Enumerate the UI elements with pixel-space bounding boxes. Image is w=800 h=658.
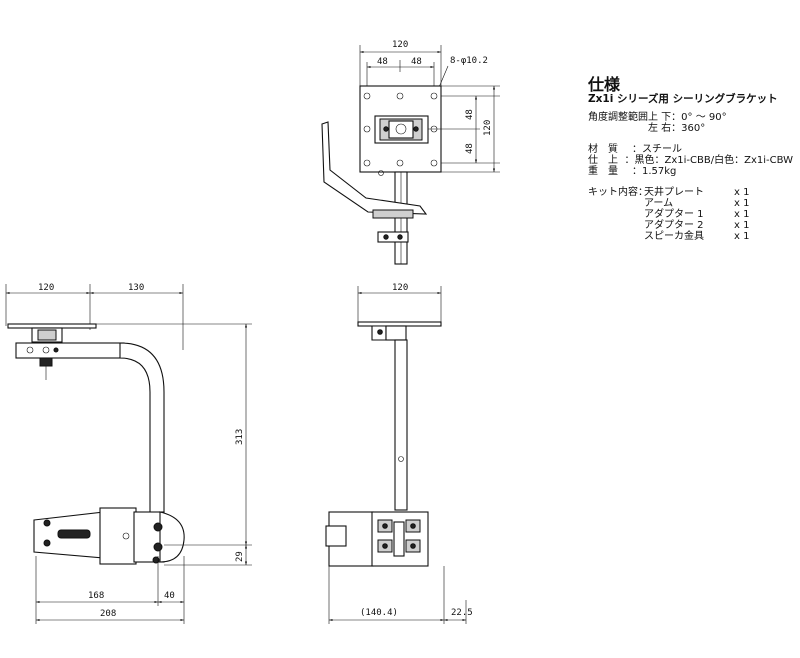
spec-angle-row: 角度調整範囲 上 下：0° ～ 90° xyxy=(588,112,793,123)
dim-front-22: 22.5 xyxy=(451,608,473,618)
dim-top-vpitch-a: 48 xyxy=(465,109,475,120)
spec-panel: 仕様 Zx1i シリーズ用 シーリングブラケット 角度調整範囲 上 下：0° ～… xyxy=(588,75,793,243)
spec-material-value: ：スチール xyxy=(632,144,682,155)
spec-angle-lr: 左 右：360° xyxy=(648,123,706,134)
kit-item-name: 天井プレート xyxy=(644,187,704,198)
spec-weight-label: 重 量 xyxy=(588,166,618,177)
kit-item: アダプター 1 x 1 xyxy=(588,209,793,220)
plate-holes xyxy=(363,92,438,167)
kit-label: キット内容： xyxy=(588,187,648,198)
dim-front-plate: 120 xyxy=(392,283,408,293)
dim-top-pitch-b: 48 xyxy=(411,57,422,67)
dim-holes: 8-φ10.2 xyxy=(450,56,488,66)
spec-finish-label: 仕 上 xyxy=(588,155,618,166)
dim-top-pitch-a: 48 xyxy=(377,57,388,67)
dim-side-reach: 130 xyxy=(128,283,144,293)
kit-item-name: アダプター 2 xyxy=(644,220,704,231)
dim-side-plate: 120 xyxy=(38,283,54,293)
spec-material-row: 材 質 ：スチール xyxy=(588,144,793,155)
kit-item-qty: x 1 xyxy=(734,231,750,242)
kit-item: アダプター 2 x 1 xyxy=(588,220,793,231)
kit-item-name: スピーカ金具 xyxy=(644,231,704,242)
spec-angle-ud: 上 下：0° ～ 90° xyxy=(648,112,727,123)
dim-top-height: 120 xyxy=(483,120,493,136)
spec-subtitle: Zx1i シリーズ用 シーリングブラケット xyxy=(588,93,778,105)
kit-item: アーム x 1 xyxy=(588,198,793,209)
dim-front-140: (140.4) xyxy=(360,608,398,618)
dim-side-168: 168 xyxy=(88,591,104,601)
front-view: 120 (140.4) 22.5 xyxy=(325,283,473,624)
spec-weight-row: 重 量 ：1.57kg xyxy=(588,166,793,177)
spec-title: 仕様 xyxy=(588,75,621,94)
kit-item: スピーカ金具 x 1 xyxy=(588,231,793,242)
spec-finish-value: ：黒色：Zx1i-CBB/白色：Zx1i-CBW xyxy=(624,155,793,166)
kit-item-qty: x 1 xyxy=(734,209,750,220)
kit-item-qty: x 1 xyxy=(734,187,750,198)
spec-angle-label: 角度調整範囲 xyxy=(588,112,648,123)
dim-side-40: 40 xyxy=(164,591,175,601)
dim-top-vpitch-b: 48 xyxy=(465,143,475,154)
side-view: 120 130 313 29 xyxy=(5,283,252,624)
dim-side-offset: 29 xyxy=(235,551,245,562)
spec-weight-value: ：1.57kg xyxy=(632,166,677,177)
kit-item-name: アーム xyxy=(644,198,674,209)
kit-item-name: アダプター 1 xyxy=(644,209,704,220)
spec-material-label: 材 質 xyxy=(588,144,618,155)
spec-angle-row-2: 左 右：360° xyxy=(588,123,793,134)
dim-top-width: 120 xyxy=(392,40,408,50)
kit-item-qty: x 1 xyxy=(734,220,750,231)
kit-item: キット内容： 天井プレート x 1 xyxy=(588,187,793,198)
top-view: 120 48 48 8-φ10.2 xyxy=(321,40,500,265)
spec-finish-row: 仕 上 ：黒色：Zx1i-CBB/白色：Zx1i-CBW xyxy=(588,155,793,166)
kit-item-qty: x 1 xyxy=(734,198,750,209)
dim-side-height: 313 xyxy=(235,429,245,445)
dim-side-208: 208 xyxy=(100,609,116,619)
